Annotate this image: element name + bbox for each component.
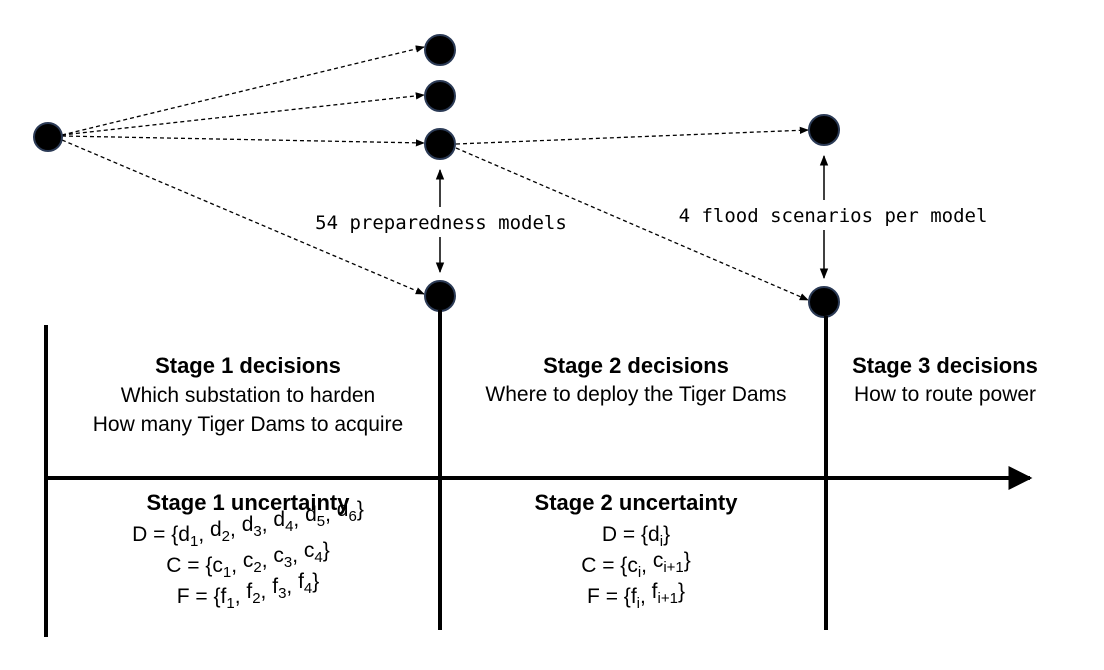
- stage-1-set-f: F = {f1, f2, f3, f4}: [177, 570, 320, 612]
- stage-3-decision-1: How to route power: [854, 383, 1036, 406]
- stage-1-decision-1: Which substation to harden: [121, 384, 375, 407]
- models-count-label: 54 preparedness models: [315, 212, 567, 234]
- stage-1-decision-2: How many Tiger Dams to acquire: [93, 413, 403, 436]
- tree-branches: [61, 45, 809, 301]
- stage-2-set-d: D = {di}: [602, 523, 670, 550]
- scenario-node-4: [808, 286, 840, 318]
- branch-root-to-model-54: [61, 139, 425, 295]
- stage-2-uncertainty-title: Stage 2 uncertainty: [535, 490, 739, 515]
- branch-model-to-scenario-1: [455, 126, 809, 145]
- stage-1-set-d: D = {d1, d2, d3, d4, d5, d6}: [132, 498, 364, 550]
- root-node: [33, 122, 63, 152]
- model-node-1: [424, 34, 456, 66]
- stage-2-set-f: F = {fi, fi+1}: [587, 580, 685, 612]
- branch-root-to-model-1: [61, 45, 425, 136]
- stage-1-decisions-title: Stage 1 decisions: [155, 353, 341, 378]
- stage-2-decisions-title: Stage 2 decisions: [543, 353, 729, 378]
- branch-root-to-model-2: [61, 92, 425, 136]
- scenario-node-1: [808, 114, 840, 146]
- scenarios-count-label: 4 flood scenarios per model: [679, 205, 988, 227]
- stage-1-set-c: C = {c1, c2, c3, c4}: [166, 539, 330, 581]
- model-node-3: [424, 128, 456, 160]
- model-node-2: [424, 80, 456, 112]
- model-node-54: [424, 280, 456, 312]
- tree-nodes: [33, 34, 840, 318]
- stage-2-decision-1: Where to deploy the Tiger Dams: [485, 383, 786, 406]
- stage-3-decisions-title: Stage 3 decisions: [852, 353, 1038, 378]
- stage-1-uncertainty-title: Stage 1 uncertainty: [147, 490, 351, 515]
- branch-model-to-scenario-4: [455, 147, 809, 301]
- branch-root-to-model-3: [61, 135, 425, 147]
- stage-2-set-c: C = {ci, ci+1}: [581, 549, 691, 581]
